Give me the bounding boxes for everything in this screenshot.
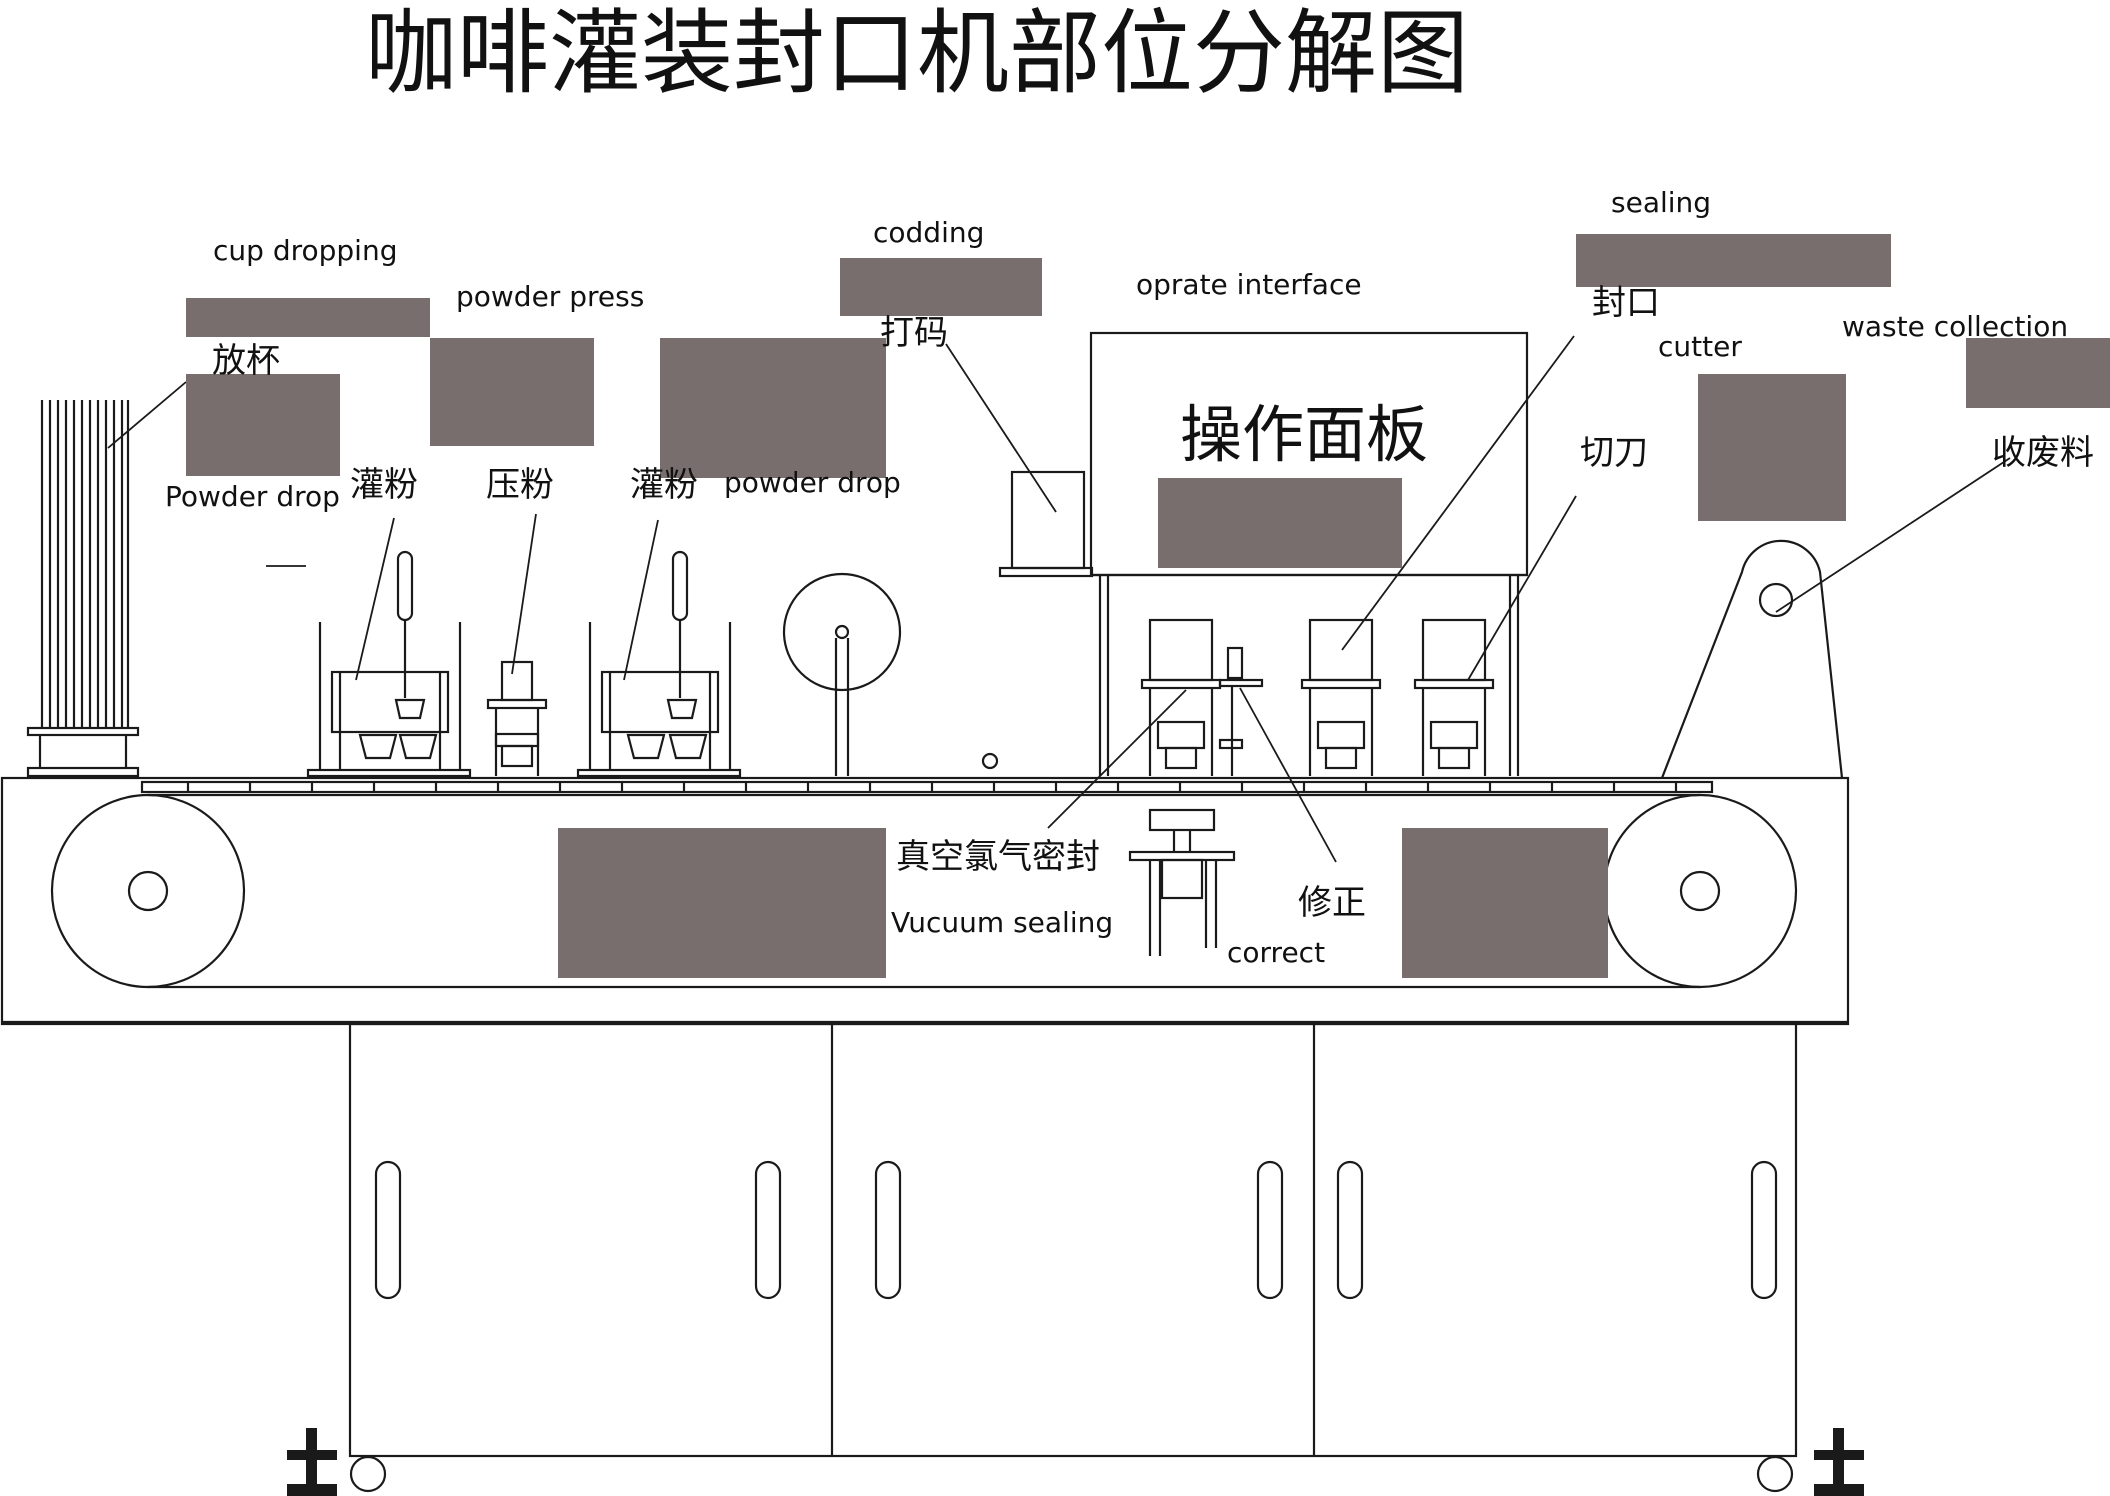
redaction-box-waste	[1966, 338, 2110, 408]
label-codding-cn: 打码	[880, 313, 948, 353]
label-operate-interface-cn: 操作面板	[1180, 398, 1428, 471]
label-operate-interface-en: oprate interface	[1136, 268, 1362, 301]
label-powder-drop-cn-2: 灌粉	[630, 465, 698, 505]
label-vacuum-sealing-cn: 真空氯气密封	[896, 837, 1100, 877]
redaction-box-powder-drop	[660, 338, 886, 478]
machine-drawing	[0, 331, 1850, 1493]
sensor-dot	[981, 752, 999, 770]
label-cutter-cn: 切刀	[1580, 433, 1648, 473]
leader-lines	[107, 335, 2011, 863]
label-powder-drop-cn-1: 灌粉	[350, 465, 418, 505]
redaction-box-body-right	[1402, 828, 1608, 978]
vacuum-base-unit	[1128, 808, 1236, 956]
redaction-box-powder-press	[430, 338, 594, 446]
sealing-head	[1300, 618, 1382, 776]
leveling-feet	[287, 1428, 1864, 1496]
label-cup-dropping-cn: 放杯	[212, 341, 280, 381]
correct-unit	[1218, 646, 1264, 776]
redaction-box-operate-panel	[1158, 478, 1402, 568]
vacuum-sealing-head	[1140, 618, 1222, 776]
label-codding-en: codding	[873, 216, 984, 249]
powder-press-station	[486, 660, 548, 776]
redaction-box-cup	[186, 374, 340, 476]
coding-printer	[998, 470, 1094, 578]
label-cutter-en: cutter	[1658, 330, 1742, 363]
label-vacuum-sealing-en: Vucuum sealing	[891, 906, 1113, 939]
labels: cup dropping 放杯 powder press 压粉 Powder d…	[165, 186, 2094, 969]
label-powder-drop-en-2: powder drop	[724, 466, 901, 499]
redaction-box-sealing	[1576, 234, 1891, 287]
redaction-box-cutter	[1698, 374, 1846, 521]
label-correct-en: correct	[1227, 936, 1325, 969]
caster-wheels	[349, 1455, 1794, 1493]
label-correct-cn: 修正	[1298, 883, 1366, 923]
redaction-box-body-left	[558, 828, 886, 978]
cutter-head	[1413, 618, 1495, 776]
waste-collection-arm	[1660, 539, 1844, 779]
powder-drop-station-2	[576, 550, 742, 778]
label-powder-drop-en-1: Powder drop	[165, 480, 340, 513]
label-sealing-en: sealing	[1611, 186, 1711, 219]
diagram-title: 咖啡灌装封口机部位分解图	[365, 0, 1469, 107]
redaction-box-codding	[840, 258, 1042, 316]
redaction-box-cup-dropping	[186, 298, 430, 337]
label-waste-collection-en: waste collection	[1842, 310, 2068, 343]
label-sealing-cn: 封口	[1592, 283, 1660, 323]
redaction-boxes	[186, 234, 2110, 978]
conveyor-chain	[140, 780, 1714, 794]
powder-drop-station-1	[306, 550, 472, 778]
cup-stack	[26, 400, 140, 778]
label-powder-press-en: powder press	[456, 280, 644, 313]
label-cup-dropping-en: cup dropping	[213, 234, 397, 267]
lower-cabinet	[348, 1022, 1798, 1458]
label-powder-press-cn: 压粉	[486, 465, 554, 505]
coding-reel	[782, 572, 902, 776]
label-waste-collection-cn: 收废料	[1992, 433, 2094, 473]
